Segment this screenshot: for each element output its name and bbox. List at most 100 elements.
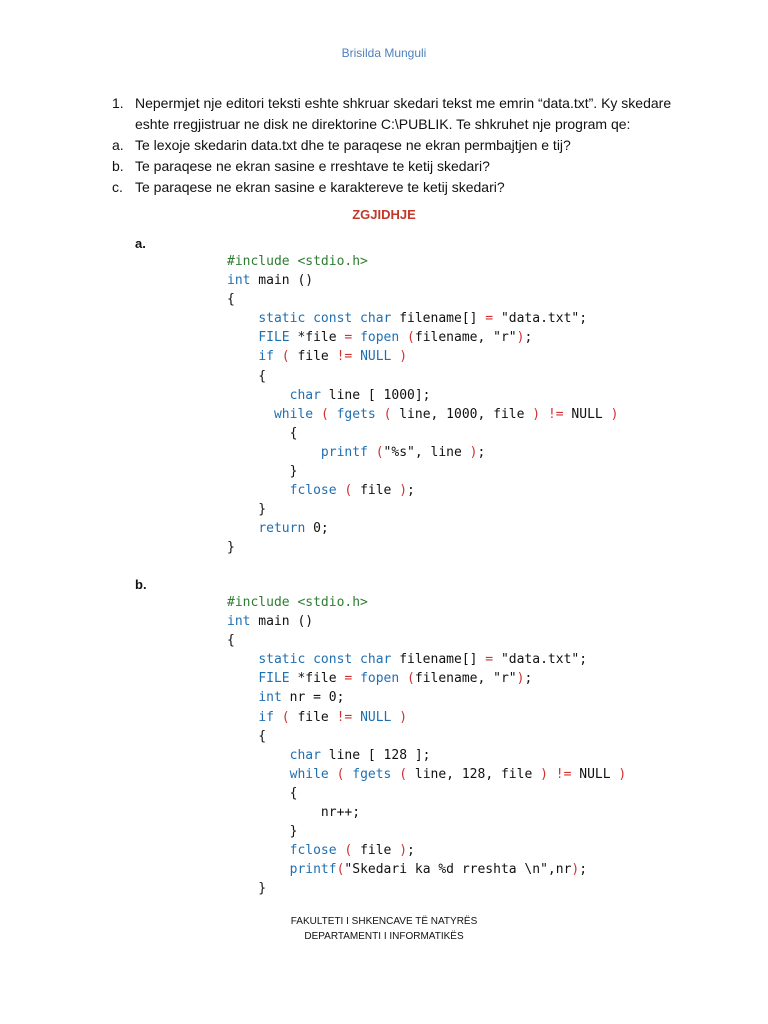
code-token: = xyxy=(485,652,494,668)
code-token: ( xyxy=(336,862,345,878)
code-token: char xyxy=(289,747,321,763)
code-token: FILE xyxy=(258,671,290,687)
code-token: ) xyxy=(469,444,478,460)
code-token: } xyxy=(227,881,267,897)
code-token: ; xyxy=(579,862,588,878)
code-token: return xyxy=(258,521,306,537)
question-subitem: c. Te paraqese ne ekran sasine e karakte… xyxy=(112,177,672,198)
code-token: = xyxy=(344,330,353,346)
code-token: line [ 128 ]; xyxy=(320,747,431,763)
code-token: { xyxy=(227,728,267,744)
code-token: ; xyxy=(524,330,533,346)
code-token: file xyxy=(289,709,337,725)
code-token: ; xyxy=(407,843,415,859)
code-token: filename[] xyxy=(391,652,486,668)
code-token xyxy=(227,671,258,686)
code-token: static const char xyxy=(258,652,392,668)
code-token: static const char xyxy=(258,311,392,327)
code-token: ; xyxy=(407,483,415,499)
code-token: if xyxy=(258,349,274,365)
code-token: main () xyxy=(250,614,314,630)
code-token: nr++; xyxy=(227,805,361,821)
code-line: int nr = 0; xyxy=(227,688,626,707)
code-token: fgets xyxy=(352,766,392,782)
code-token: = xyxy=(344,671,353,687)
code-token: char xyxy=(289,387,321,403)
code-token xyxy=(227,349,258,364)
code-line: while ( fgets ( line, 128, file ) != NUL… xyxy=(227,765,627,784)
code-line: } xyxy=(227,462,618,481)
code-line: } xyxy=(227,879,626,898)
code-token: NULL xyxy=(360,349,392,365)
author-name: Brisilda Munguli xyxy=(341,46,427,60)
code-token: ( xyxy=(320,406,329,422)
code-token: int xyxy=(258,690,282,706)
code-token xyxy=(399,330,407,345)
footer: FAKULTETI I SHKENCAVE TË NATYRËS DEPARTA… xyxy=(0,914,768,944)
code-line: { xyxy=(227,367,618,386)
code-token: line, 1000, file xyxy=(391,406,533,422)
code-token: { xyxy=(227,368,267,384)
code-token: } xyxy=(227,464,298,480)
code-token: while xyxy=(273,406,314,422)
code-line: int main () xyxy=(227,612,626,631)
code-token: main () xyxy=(250,273,314,289)
code-token xyxy=(352,671,360,686)
code-token: FILE xyxy=(258,330,290,346)
code-token xyxy=(548,767,556,782)
code-line: while ( fgets ( line, 1000, file ) != NU… xyxy=(227,405,618,424)
code-token: ) xyxy=(610,406,619,422)
code-token xyxy=(227,843,290,858)
code-token xyxy=(227,862,290,877)
code-token: = xyxy=(485,311,494,327)
code-token: } xyxy=(227,540,235,556)
code-token: NULL xyxy=(563,406,611,422)
code-token: != xyxy=(555,766,572,782)
code-token: fgets xyxy=(336,406,376,422)
code-line: { xyxy=(227,784,626,803)
code-token: ; xyxy=(524,671,533,687)
code-line: int main () xyxy=(227,271,618,290)
code-token: ; xyxy=(477,444,486,460)
code-line: printf("Skedari ka %d rreshta \n",nr); xyxy=(227,860,626,879)
code-token xyxy=(227,388,290,403)
code-token: filename, "r" xyxy=(414,671,517,687)
code-line: if ( file != NULL ) xyxy=(227,708,626,727)
code-token: file xyxy=(352,843,400,859)
code-token: ( xyxy=(336,766,345,782)
code-token: if xyxy=(258,709,274,725)
question-subitem: b. Te paraqese ne ekran sasine e rreshta… xyxy=(112,156,672,177)
code-token xyxy=(227,521,258,536)
code-token: line, 128, file xyxy=(407,766,541,782)
code-line: #include <stdio.h> xyxy=(227,252,618,271)
code-token: printf xyxy=(320,444,368,460)
code-token: ) xyxy=(571,862,580,878)
code-token: ) xyxy=(399,843,408,859)
code-token: #include <stdio.h> xyxy=(227,595,368,610)
code-token: fopen xyxy=(360,330,400,346)
code-token xyxy=(352,349,360,364)
subitem-letter: c. xyxy=(112,179,123,195)
code-token: printf xyxy=(289,862,337,878)
code-token: ( xyxy=(383,406,392,422)
code-token xyxy=(329,407,337,422)
code-token xyxy=(352,710,360,725)
code-token: != xyxy=(547,406,564,422)
code-token xyxy=(376,407,384,422)
code-token: *file xyxy=(289,671,345,687)
code-token: "Skedari ka %d rreshta \n",nr xyxy=(344,862,572,878)
code-token: nr = 0; xyxy=(281,690,345,706)
code-token: ( xyxy=(407,671,415,687)
code-token xyxy=(227,311,258,326)
code-line: fclose ( file ); xyxy=(227,481,618,500)
code-token: != xyxy=(336,349,353,365)
code-token xyxy=(227,690,258,705)
code-token: fopen xyxy=(360,671,400,687)
part-label-b: b. xyxy=(135,577,147,592)
question-text: Nepermjet nje editori teksti eshte shkru… xyxy=(135,95,672,132)
code-line: char line [ 128 ]; xyxy=(227,746,626,765)
code-token: { xyxy=(227,785,298,801)
code-token: != xyxy=(336,709,353,725)
code-token: ) xyxy=(516,671,525,687)
code-token xyxy=(399,671,407,686)
